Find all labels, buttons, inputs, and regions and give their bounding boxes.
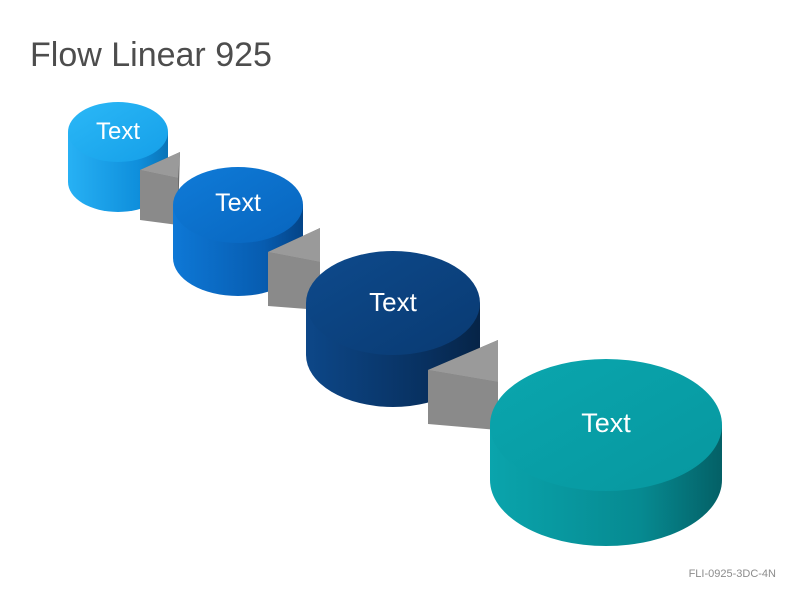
step-node-1-label: Text — [96, 118, 140, 145]
step-node-1-top — [68, 102, 168, 162]
page-title: Flow Linear 925 — [30, 36, 272, 74]
step-node-3: Text — [306, 251, 480, 407]
step-node-3-label: Text — [369, 287, 417, 317]
step-node-4-top — [490, 359, 722, 491]
slide-code: FLI-0925-3DC-4N — [688, 568, 776, 580]
step-node-2-label: Text — [215, 189, 261, 217]
step-node-4: Text — [490, 359, 722, 546]
step-node-3-top — [306, 251, 480, 355]
connector-arrow-1 — [140, 152, 180, 225]
step-node-2-top — [173, 167, 303, 243]
step-node-4-label: Text — [581, 408, 631, 438]
connector-arrow-3 — [428, 340, 498, 430]
